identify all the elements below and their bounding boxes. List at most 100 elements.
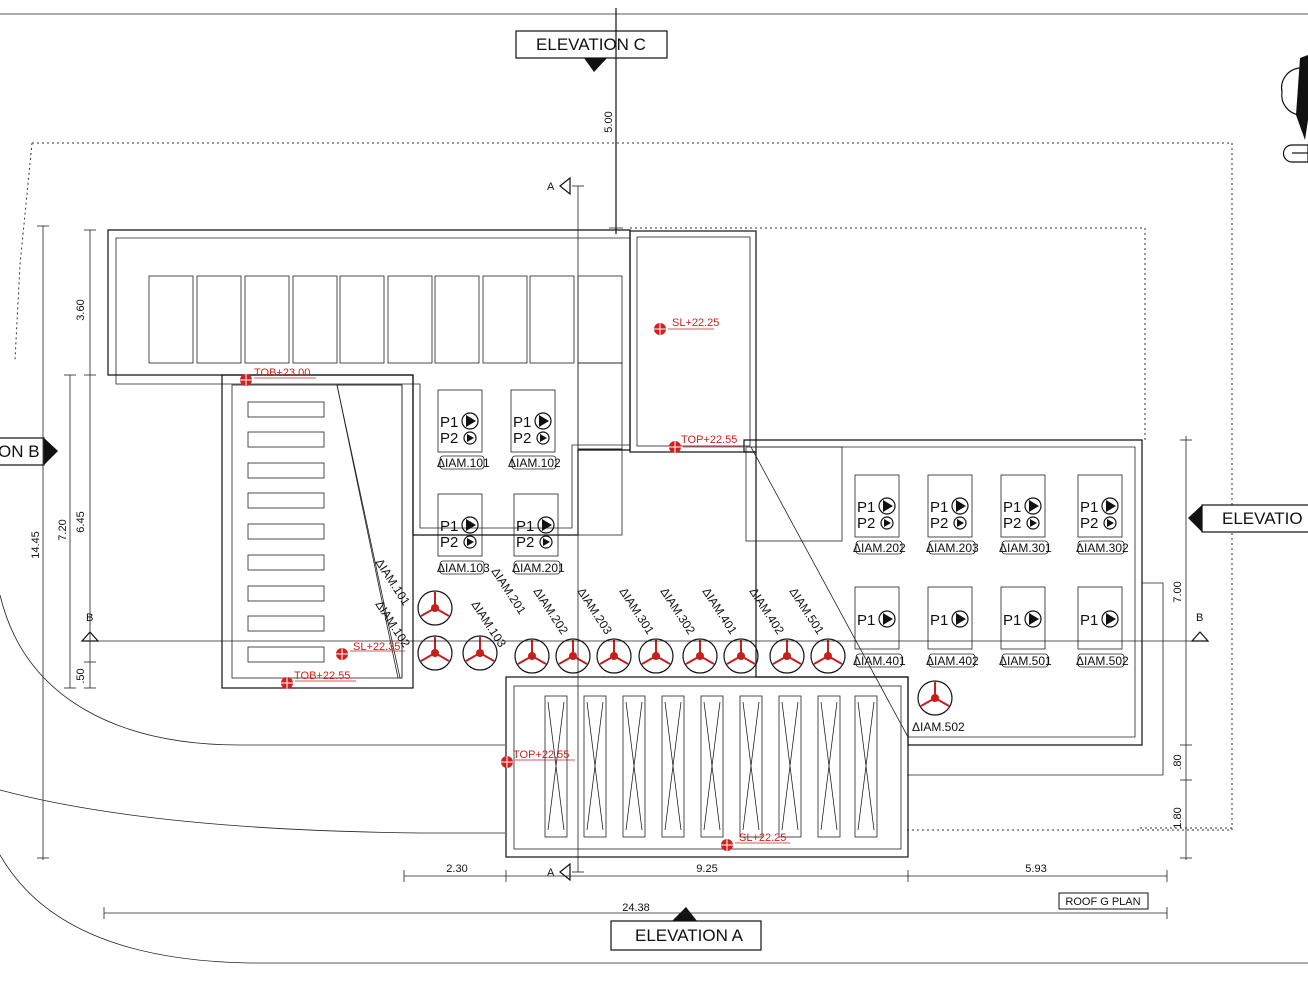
svg-text:ΔIAM.401: ΔIAM.401	[699, 585, 740, 637]
svg-text:P1: P1	[516, 518, 534, 535]
fan-unit-icon	[682, 638, 718, 674]
svg-text:ΔIAM.501: ΔIAM.501	[999, 654, 1052, 668]
pump-arrow-icon	[466, 519, 476, 531]
svg-text:P1: P1	[440, 414, 458, 431]
svg-text:ELEVATIO: ELEVATIO	[1222, 509, 1303, 528]
elevation-pointer-icon	[672, 907, 697, 921]
svg-text:TOB+23.00: TOB+23.00	[254, 367, 310, 379]
svg-text:ΔIAM.402: ΔIAM.402	[746, 585, 787, 637]
fan-unit-icon	[769, 638, 805, 674]
svg-text:ΔIAM.202: ΔIAM.202	[853, 541, 906, 555]
svg-text:P2: P2	[516, 534, 534, 551]
svg-text:ΔIAM.501: ΔIAM.501	[786, 585, 827, 637]
right-dimensions: 7.00 .80 1.80	[907, 436, 1192, 860]
svg-text:ON B: ON B	[0, 442, 40, 461]
svg-text:P1: P1	[857, 499, 875, 516]
pump-unit: P1 P2 ΔIAM.301	[999, 474, 1052, 555]
fan-unit-icon	[810, 638, 846, 674]
level-marker-icon	[721, 839, 790, 851]
svg-text:P1: P1	[857, 612, 875, 629]
elevation-pointer-icon	[1188, 505, 1202, 532]
pump-unit: P1 P2 ΔIAM.103	[437, 493, 490, 575]
elevation-a-label: ELEVATION A	[610, 907, 762, 951]
slat-stack	[247, 401, 325, 663]
fan-unit-icon	[596, 638, 632, 674]
svg-text:ΔIAM.103: ΔIAM.103	[468, 598, 509, 650]
svg-text:ΔIAM.401: ΔIAM.401	[853, 654, 906, 668]
svg-text:ΔIAM.301: ΔIAM.301	[999, 541, 1052, 555]
svg-text:SL+22.25: SL+22.25	[672, 317, 719, 329]
svg-text:P1: P1	[440, 518, 458, 535]
pump-unit: P1 ΔIAM.502	[1076, 586, 1129, 668]
svg-text:P1: P1	[513, 414, 531, 431]
level-marker-icon	[501, 756, 575, 768]
svg-text:1.80: 1.80	[1172, 807, 1184, 828]
pump-arrow-icon	[1029, 613, 1039, 625]
svg-text:5.93: 5.93	[1025, 863, 1046, 875]
inner-site-curve	[0, 594, 505, 746]
fan-unit-icon	[638, 638, 674, 674]
pump-unit: P1 P2 ΔIAM.202	[853, 474, 906, 555]
pump-unit: P1 P2 ΔIAM.102	[508, 389, 561, 470]
pump-unit: P1 P2 ΔIAM.302	[1076, 474, 1129, 555]
pump-arrow-icon	[542, 519, 552, 531]
svg-text:ROOF G PLAN: ROOF G PLAN	[1065, 896, 1140, 908]
svg-text:14.45: 14.45	[30, 531, 42, 559]
svg-text:P1: P1	[930, 499, 948, 516]
pump-arrow-icon	[1029, 500, 1039, 512]
pump-unit: P1 P2 ΔIAM.201	[512, 493, 565, 575]
svg-text:P1: P1	[1003, 499, 1021, 516]
svg-text:B: B	[1196, 612, 1203, 624]
svg-text:A: A	[547, 867, 555, 879]
north-arrow-icon	[1280, 55, 1308, 163]
svg-text:TOP+22.55: TOP+22.55	[513, 749, 569, 761]
fan-unit-icon	[723, 638, 759, 674]
pump-unit: P1 ΔIAM.402	[926, 586, 979, 668]
svg-text:P2: P2	[1080, 515, 1098, 532]
fan-unit-icon	[917, 680, 953, 716]
svg-text:ΔIAM.201: ΔIAM.201	[512, 561, 565, 575]
svg-text:.80: .80	[1172, 754, 1184, 769]
svg-text:P2: P2	[1003, 515, 1021, 532]
building-outline	[107, 229, 1143, 858]
pump-arrow-icon	[956, 613, 966, 625]
level-markers: SL+22.25 TOP+22.55 TOB+23.00 SL+22.35 TO…	[240, 317, 790, 851]
svg-text:ΔIAM.102: ΔIAM.102	[508, 456, 561, 470]
level-marker-icon	[669, 441, 744, 453]
svg-text:P2: P2	[440, 534, 458, 551]
pump-arrow-icon	[883, 613, 893, 625]
elevation-c-label: ELEVATION C	[515, 30, 668, 72]
left-dimensions: 14.45 3.60 .50 7.20 6.45	[30, 225, 96, 860]
svg-text:SL+22.35: SL+22.35	[353, 641, 400, 653]
svg-text:7.20: 7.20	[57, 519, 69, 540]
pump-arrow-icon	[1106, 500, 1116, 512]
elevation-b-label: ON B	[0, 437, 58, 466]
top-box-row	[148, 275, 623, 536]
svg-text:P1: P1	[930, 612, 948, 629]
svg-text:P2: P2	[857, 515, 875, 532]
section-line-a: A A	[547, 176, 584, 882]
svg-text:9.25: 9.25	[696, 863, 717, 875]
elevation-pointer-icon	[44, 438, 58, 465]
svg-text:ΔIAM.302: ΔIAM.302	[657, 585, 698, 637]
svg-text:P1: P1	[1003, 612, 1021, 629]
svg-text:ELEVATION C: ELEVATION C	[536, 35, 646, 54]
svg-text:SL+22.25: SL+22.25	[739, 832, 786, 844]
pump-arrow-icon	[956, 500, 966, 512]
svg-text:ΔIAM.302: ΔIAM.302	[1076, 541, 1129, 555]
svg-text:7.00: 7.00	[1172, 581, 1184, 602]
svg-text:ΔIAM.101: ΔIAM.101	[437, 456, 490, 470]
svg-text:P2: P2	[440, 430, 458, 447]
level-marker-icon	[281, 677, 356, 689]
svg-text:TOP+22.55: TOP+22.55	[681, 434, 737, 446]
elevation-pointer-icon	[584, 58, 607, 72]
pump-arrow-icon	[466, 415, 476, 427]
svg-text:24.38: 24.38	[622, 902, 650, 914]
fan-unit-icon	[417, 590, 453, 626]
level-marker-icon	[654, 323, 714, 335]
fan-unit-icon	[514, 638, 550, 674]
svg-text:A: A	[547, 181, 555, 193]
svg-text:ΔIAM.203: ΔIAM.203	[574, 585, 615, 637]
svg-text:TOB+22.55: TOB+22.55	[294, 670, 350, 682]
